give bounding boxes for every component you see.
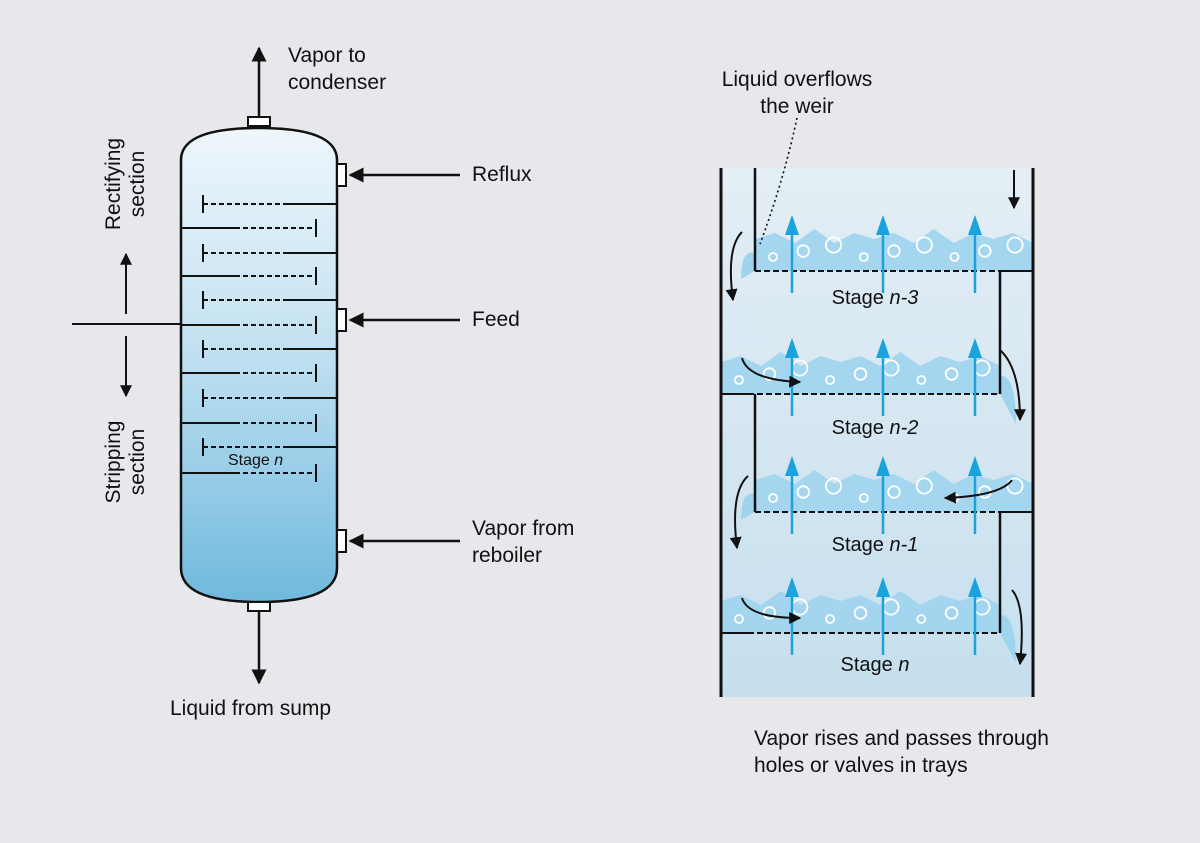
vapor-arrow-head — [876, 577, 890, 597]
tray-froth — [755, 229, 1033, 271]
crossflow-arrow-n2 — [741, 357, 802, 388]
vapor-bubble — [887, 485, 901, 499]
feed-nozzle — [336, 308, 347, 332]
vapor-bubble — [944, 367, 959, 381]
vapor-bubble — [768, 493, 778, 503]
weir-spill — [1000, 614, 1016, 663]
vapor-bubble — [1006, 236, 1024, 254]
vapor-bubble — [768, 252, 778, 262]
vapor-bubble — [949, 252, 960, 262]
crossflow-arrow-n1 — [943, 479, 1013, 504]
vapor-bubble — [825, 236, 843, 254]
vapor-bubble — [978, 244, 992, 258]
reflux-nozzle — [336, 163, 347, 187]
weir-leader-line — [759, 117, 798, 245]
column-trays — [181, 195, 337, 482]
downflow-arrow-n2 — [999, 349, 1026, 422]
downflow-arrow-n — [1011, 589, 1028, 666]
downflow-arrow-n1 — [729, 475, 749, 550]
vapor-arrow-head — [968, 215, 982, 235]
vapor-arrow-head — [968, 456, 982, 476]
vapor-bubble — [916, 614, 927, 624]
vapor-arrow-head — [876, 215, 890, 235]
vapor-bubble — [796, 244, 811, 258]
reflux-label: Reflux — [472, 163, 532, 186]
stage-label-n-1: Stage n-1 — [831, 534, 919, 556]
vapor-bubble — [825, 614, 835, 624]
vapor-bubble — [734, 375, 744, 385]
weir-spill — [741, 252, 755, 279]
vapor-bubble — [825, 375, 835, 385]
vapor-arrow-head — [785, 577, 799, 597]
vapor-arrows — [785, 215, 982, 655]
vapor-bubble — [887, 244, 901, 258]
stage-label-n-3: Stage n-3 — [831, 287, 919, 309]
vapor-from-reboiler-label: Vapor from reboiler — [472, 517, 575, 567]
liquid-from-sump-label: Liquid from sump — [170, 697, 332, 720]
vapor-bubble — [1006, 477, 1024, 495]
vapor-arrow-head — [785, 456, 799, 476]
weir-note-label: Liquid overflows the weir — [721, 68, 873, 118]
weir-spill — [1000, 375, 1016, 424]
vapor-arrow-head — [968, 338, 982, 358]
downflow-arrow-n3 — [725, 231, 743, 302]
vapor-bubble — [796, 485, 811, 499]
column-shell — [179, 126, 339, 604]
vapor-bubble — [916, 375, 927, 385]
vapor-bubble — [915, 477, 933, 495]
tray-froth — [755, 470, 1033, 512]
tray-plates — [721, 168, 1033, 634]
vapor-bubble — [944, 606, 959, 620]
vapor-arrow-head — [876, 456, 890, 476]
vapor-to-condenser-label: Vapor to condenser — [288, 44, 387, 94]
vapor-bubbles — [734, 236, 1024, 624]
vapor-bubble — [853, 606, 868, 620]
vapor-bubble — [762, 367, 777, 381]
weir-spill — [741, 493, 755, 520]
stage-label-n: Stage n — [840, 654, 910, 676]
vapor-arrow-head — [785, 215, 799, 235]
stage-label-n-2: Stage n-2 — [831, 417, 919, 439]
vapor-bubble — [853, 367, 868, 381]
vapor-bubble — [858, 493, 869, 503]
tray-detail — [719, 117, 1035, 697]
vapor-bubble — [734, 614, 744, 624]
distillation-column — [179, 116, 347, 612]
vapor-arrow-head — [785, 338, 799, 358]
top-nozzle — [247, 116, 271, 127]
tray-caption: Vapor rises and passes through holes or … — [754, 727, 1049, 777]
feed-label: Feed — [472, 308, 520, 331]
rectifying-section-label: Rectifying section — [102, 137, 149, 231]
vapor-arrow-head — [876, 338, 890, 358]
vapor-bubble — [762, 606, 777, 620]
vapor-arrow-head — [968, 577, 982, 597]
column-stage-label: Stage n — [228, 452, 284, 469]
bottom-nozzle — [247, 601, 271, 612]
vapor-bubble — [915, 236, 933, 254]
liquid-flow-arrows — [725, 170, 1028, 666]
reboiler-nozzle — [336, 529, 347, 553]
vapor-bubble — [825, 477, 843, 495]
vapor-bubble — [858, 252, 869, 262]
crossflow-arrow-n — [741, 597, 802, 624]
stripping-section-label: Stripping section — [102, 420, 149, 504]
